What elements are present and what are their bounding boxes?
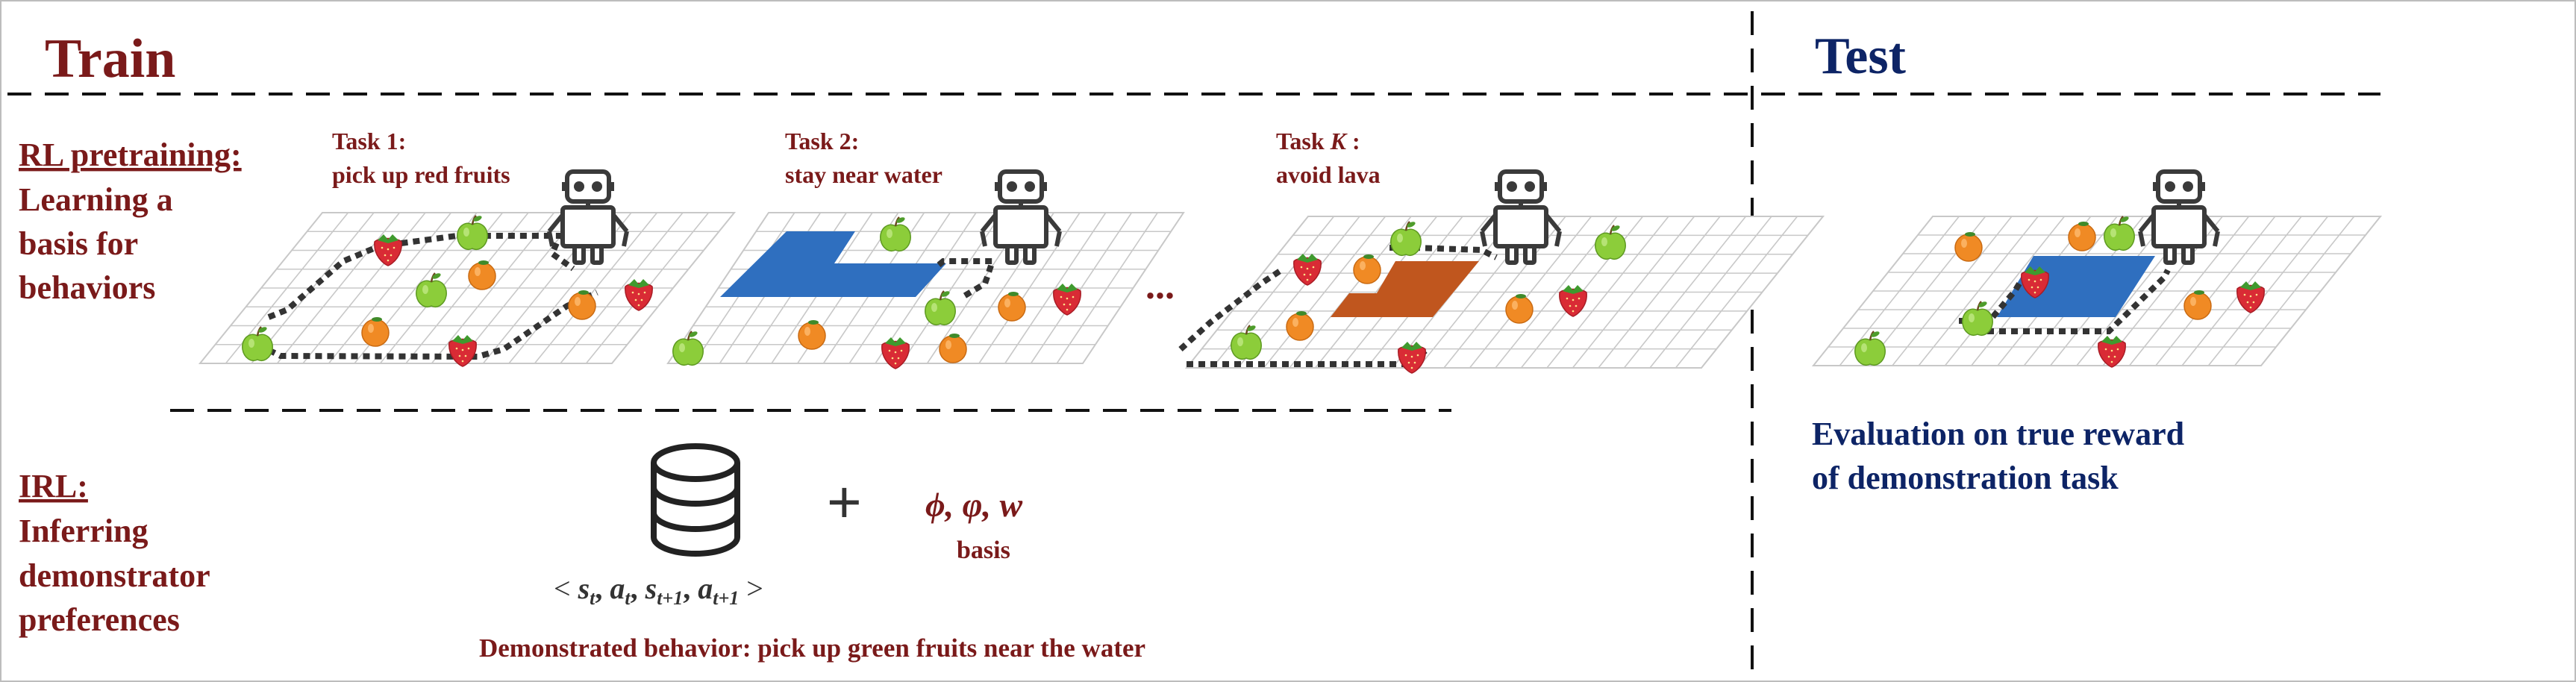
basis-label: basis — [957, 536, 1010, 564]
apple-icon — [2104, 216, 2135, 251]
grid-lines — [680, 212, 1172, 364]
task-k-grid — [1178, 169, 1825, 374]
task-ellipsis: ... — [1145, 265, 1175, 307]
test-evaluation-line-1: Evaluation on true reward — [1812, 416, 2184, 452]
agent-path — [1178, 266, 1286, 351]
rl-line-2: basis for — [19, 225, 138, 262]
agent-path — [267, 233, 575, 320]
irl-line-3: preferences — [19, 601, 180, 638]
water-region — [720, 231, 946, 297]
orange-icon — [568, 290, 596, 320]
rl-line-3: behaviors — [19, 269, 155, 306]
strawberry-icon — [1293, 254, 1322, 286]
orange-icon — [1954, 232, 1983, 262]
apple-icon — [416, 272, 447, 307]
apple-icon — [880, 216, 911, 251]
orange-icon — [798, 320, 826, 350]
apple-icon — [457, 215, 488, 250]
orange-icon — [2183, 290, 2212, 320]
task-1-grid — [198, 169, 737, 367]
irl-line-2: demonstrator — [19, 557, 210, 594]
task-2-description: stay near water — [785, 161, 942, 188]
strawberry-icon — [374, 234, 402, 266]
strawberry-icon — [448, 335, 477, 367]
robot-icon — [980, 169, 1062, 265]
task-1-description: pick up red fruits — [332, 161, 510, 188]
robot-icon — [547, 169, 629, 265]
strawberry-icon — [2236, 281, 2265, 313]
orange-icon — [1353, 254, 1381, 284]
strawberry-icon — [1053, 284, 1081, 316]
demonstrated-behavior: Demonstrated behavior: pick up green fru… — [479, 633, 1145, 663]
task-k-title: Task K : — [1276, 128, 1360, 154]
apple-icon — [672, 331, 704, 366]
agent-path — [1187, 348, 1428, 367]
orange-icon — [998, 292, 1026, 322]
agent-path — [937, 258, 997, 300]
apple-icon — [1390, 221, 1422, 256]
orange-icon — [361, 317, 390, 347]
robot-icon — [1480, 169, 1562, 265]
orange-icon — [1286, 311, 1314, 341]
apple-icon — [925, 290, 956, 325]
robot-icon — [2138, 169, 2220, 265]
test-evaluation-line-2: of demonstration task — [1812, 460, 2119, 496]
rl-pretraining-heading: RL pretraining: — [19, 137, 242, 173]
apple-icon — [1231, 325, 1262, 360]
strawberry-icon — [625, 279, 653, 311]
strawberry-icon — [1559, 285, 1587, 317]
demo-tuple: < st, at, st+1, at+1 > — [554, 572, 763, 609]
lava-region — [1331, 261, 1479, 317]
strawberry-icon — [2021, 266, 2049, 298]
orange-icon — [939, 334, 967, 363]
plus-sign: + — [827, 469, 862, 535]
strawberry-icon — [881, 337, 910, 369]
apple-icon — [1962, 301, 1993, 336]
apple-icon — [1854, 331, 1886, 366]
rl-line-1: Learning a — [19, 181, 173, 218]
database-icon — [651, 443, 740, 557]
orange-icon — [1505, 294, 1534, 324]
train-heading: Train — [45, 28, 175, 90]
agent-path — [1987, 269, 2171, 334]
task-2-title: Task 2: — [785, 128, 859, 154]
basis-symbols: ϕ, φ, w — [925, 486, 1023, 524]
test-grid — [1811, 169, 2383, 368]
orange-icon — [468, 260, 496, 290]
strawberry-icon — [1398, 342, 1426, 374]
task-1-title: Task 1: — [332, 128, 406, 154]
strawberry-icon — [2098, 336, 2126, 368]
task-2-grid — [666, 169, 1185, 369]
test-heading: Test — [1815, 28, 1906, 85]
apple-icon — [242, 326, 273, 361]
irl-heading: IRL: — [19, 468, 88, 504]
task-k-description: avoid lava — [1276, 161, 1381, 188]
orange-icon — [2068, 222, 2096, 251]
irl-line-1: Inferring — [19, 513, 149, 549]
apple-icon — [1595, 225, 1626, 260]
